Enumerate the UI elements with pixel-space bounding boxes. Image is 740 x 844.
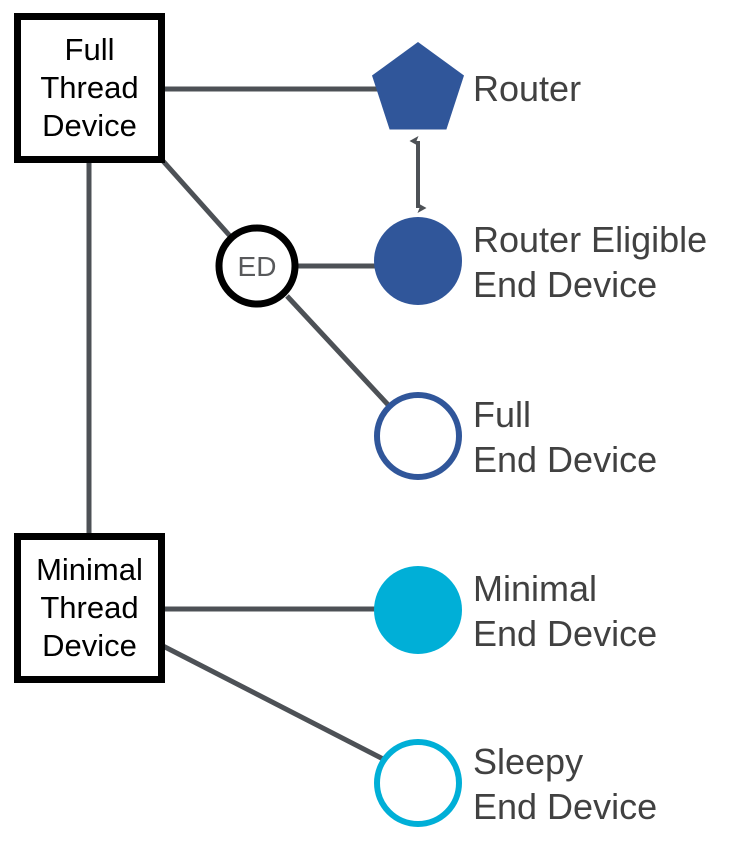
sleepy-end-device-label-line-2: End Device <box>473 786 658 827</box>
full-end-device-label: Full End Device <box>473 392 657 482</box>
sleepy-end-device-label-line-1: Sleepy <box>473 741 584 782</box>
node-sleepy-end-device-circle[interactable] <box>374 739 462 827</box>
connector-ed-to-fed <box>285 294 394 411</box>
sleepy-end-device-label: Sleepy End Device <box>473 739 657 829</box>
connector-lines <box>86 86 394 763</box>
minimal-end-device-label-line-2: End Device <box>473 613 658 654</box>
full-end-device-label-line-1: Full <box>473 394 532 435</box>
minimal-end-device-label-line-1: Minimal <box>473 568 598 609</box>
ed-circle-label: ED <box>237 251 277 282</box>
node-router-eligible-end-device-circle[interactable] <box>374 217 462 305</box>
minimal-end-device-label: Minimal End Device <box>473 566 657 656</box>
node-minimal-thread-device[interactable] <box>14 533 165 683</box>
node-router-pentagon-icon[interactable] <box>372 42 464 130</box>
node-ed-circle[interactable] <box>215 224 299 308</box>
node-full-thread-device[interactable] <box>14 13 165 163</box>
router-label-line-1: Router <box>473 68 582 109</box>
node-minimal-end-device-circle[interactable] <box>374 566 462 654</box>
router-eligible-end-device-label-line-1: Router Eligible <box>473 219 708 260</box>
connector-mtd-to-sed <box>161 643 387 763</box>
full-end-device-label-line-2: End Device <box>473 439 658 480</box>
connector-ftd-to-ed <box>161 159 232 238</box>
router-eligible-end-device-label-line-2: End Device <box>473 264 658 305</box>
node-full-end-device-circle[interactable] <box>374 392 462 480</box>
router-eligible-end-device-label: Router Eligible End Device <box>473 217 707 307</box>
router-label: Router <box>473 66 581 111</box>
